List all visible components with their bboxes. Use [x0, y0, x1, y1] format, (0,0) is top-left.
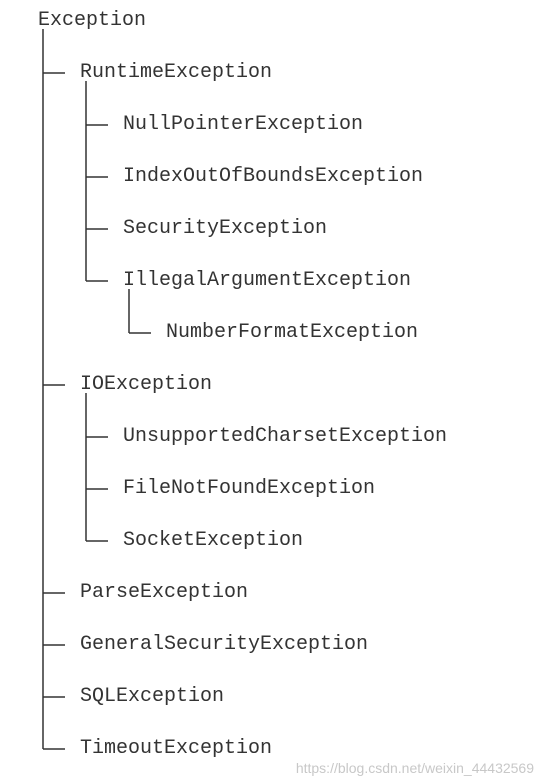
node-sql-exception: SQLException	[80, 685, 225, 708]
watermark: https://blog.csdn.net/weixin_44432569	[295, 760, 534, 776]
node-timeout-exception: TimeoutException	[80, 737, 273, 760]
node-security-exception: SecurityException	[123, 217, 328, 240]
node-unsupported-charset-exception: UnsupportedCharsetException	[123, 425, 448, 448]
node-parse-exception: ParseException	[80, 581, 249, 604]
node-runtime-exception: RuntimeException	[80, 61, 273, 84]
node-general-security-exception: GeneralSecurityException	[80, 633, 369, 656]
node-exception: Exception	[38, 9, 147, 32]
node-index-out-of-bounds-exception: IndexOutOfBoundsException	[123, 165, 424, 188]
node-number-format-exception: NumberFormatException	[166, 321, 419, 344]
node-null-pointer-exception: NullPointerException	[123, 113, 364, 136]
node-socket-exception: SocketException	[123, 529, 304, 552]
node-io-exception: IOException	[80, 373, 213, 396]
node-illegal-argument-exception: IllegalArgumentException	[123, 269, 412, 292]
node-file-not-found-exception: FileNotFoundException	[123, 477, 376, 500]
